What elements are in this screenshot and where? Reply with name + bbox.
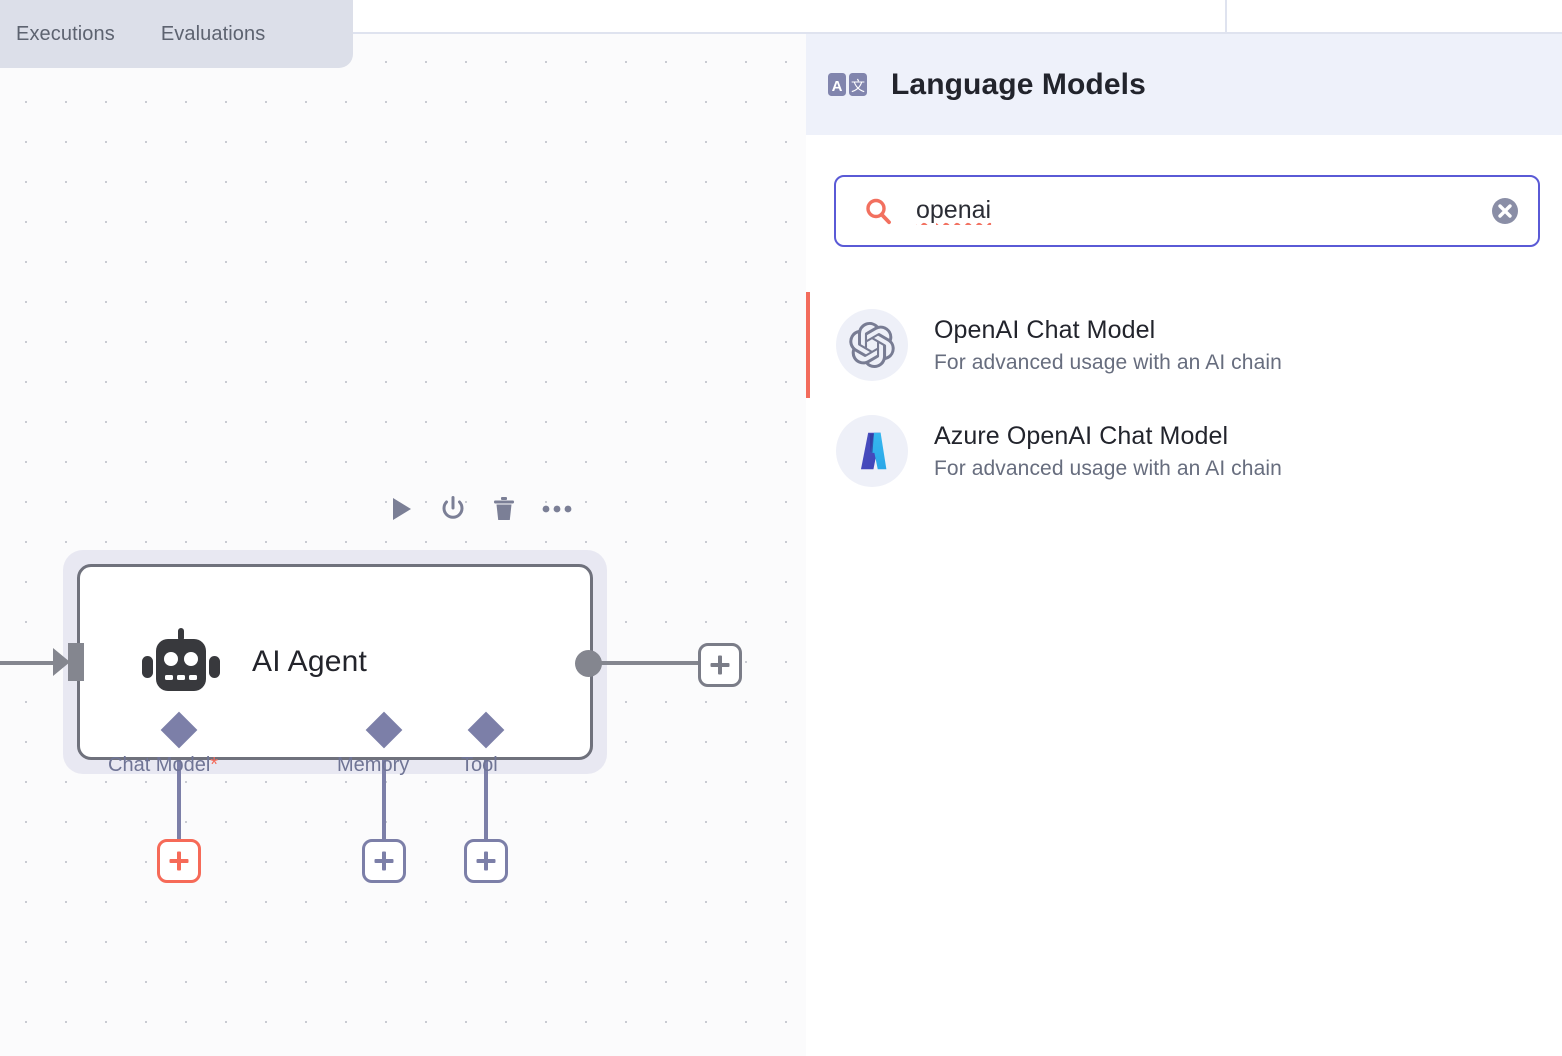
plus-icon — [374, 851, 394, 871]
sub-wire-tool — [484, 737, 488, 863]
add-tool-button[interactable] — [464, 839, 508, 883]
workflow-canvas[interactable]: AI Agent Chat Model* Memory — [0, 34, 806, 1056]
list-item-description: For advanced usage with an AI chain — [934, 350, 1282, 374]
svg-text:A: A — [832, 78, 843, 95]
power-icon[interactable] — [440, 496, 466, 522]
sub-label-text-memory: Memory — [337, 754, 410, 776]
robot-icon — [142, 628, 220, 691]
translate-icon: A 文 — [828, 72, 867, 96]
svg-text:文: 文 — [851, 79, 865, 95]
panel-title: Language Models — [891, 67, 1146, 101]
plus-icon — [710, 655, 730, 675]
sub-label-text-chat-model: Chat Model — [108, 754, 211, 776]
sub-label-text-tool: Tool — [461, 754, 498, 776]
plus-icon — [476, 851, 496, 871]
node-toolbar — [390, 496, 572, 522]
sub-wire-memory — [382, 737, 386, 863]
panel-header: A 文 Language Models — [806, 34, 1562, 135]
list-item-text: Azure OpenAI Chat Model For advanced usa… — [934, 422, 1282, 481]
required-asterisk: * — [210, 754, 219, 776]
sub-wire-chat-model — [177, 737, 181, 863]
search-input[interactable] — [916, 195, 1490, 227]
ellipsis-icon[interactable] — [542, 504, 572, 514]
list-item-title: OpenAI Chat Model — [934, 315, 1156, 344]
plus-icon — [169, 851, 189, 871]
input-wire — [0, 661, 56, 665]
openai-logo-icon — [849, 322, 895, 368]
node-title: AI Agent — [252, 645, 368, 678]
output-add-node-button[interactable] — [698, 643, 742, 687]
trash-icon[interactable] — [492, 496, 516, 522]
sub-connector-label-tool: Tool — [461, 754, 498, 777]
play-icon[interactable] — [390, 496, 414, 522]
tab-bar: Executions Evaluations — [0, 0, 353, 68]
output-wire — [596, 661, 698, 665]
tab-evaluations[interactable]: Evaluations — [160, 22, 266, 45]
top-bar-divider — [1225, 0, 1227, 33]
search-box[interactable] — [834, 175, 1540, 247]
azure-logo-icon — [860, 432, 887, 470]
results-list: OpenAI Chat Model For advanced usage wit… — [806, 292, 1562, 504]
add-chat-model-button[interactable] — [157, 839, 201, 883]
sub-connector-label-memory: Memory — [337, 754, 409, 777]
search-icon — [866, 198, 891, 225]
clear-search-icon[interactable] — [1490, 196, 1520, 226]
list-item-description: For advanced usage with an AI chain — [934, 456, 1282, 480]
add-memory-button[interactable] — [362, 839, 406, 883]
search-wrapper — [806, 135, 1562, 247]
sub-connector-label-chat-model: Chat Model* — [108, 754, 218, 777]
openai-logo-wrapper — [836, 309, 908, 381]
list-item-openai-chat-model[interactable]: OpenAI Chat Model For advanced usage wit… — [806, 292, 1562, 398]
azure-logo-wrapper — [836, 415, 908, 487]
input-arrow-icon — [53, 648, 70, 676]
list-item-text: OpenAI Chat Model For advanced usage wit… — [934, 316, 1282, 375]
list-item-azure-openai-chat-model[interactable]: Azure OpenAI Chat Model For advanced usa… — [806, 398, 1562, 504]
ai-agent-node[interactable]: AI Agent — [77, 564, 593, 760]
nodes-panel: A 文 Language Models — [806, 34, 1562, 1056]
output-connector[interactable] — [575, 650, 602, 677]
input-connector[interactable] — [68, 643, 84, 681]
list-item-title: Azure OpenAI Chat Model — [934, 421, 1229, 450]
panel-body: OpenAI Chat Model For advanced usage wit… — [806, 135, 1562, 504]
tab-executions[interactable]: Executions — [16, 22, 115, 45]
